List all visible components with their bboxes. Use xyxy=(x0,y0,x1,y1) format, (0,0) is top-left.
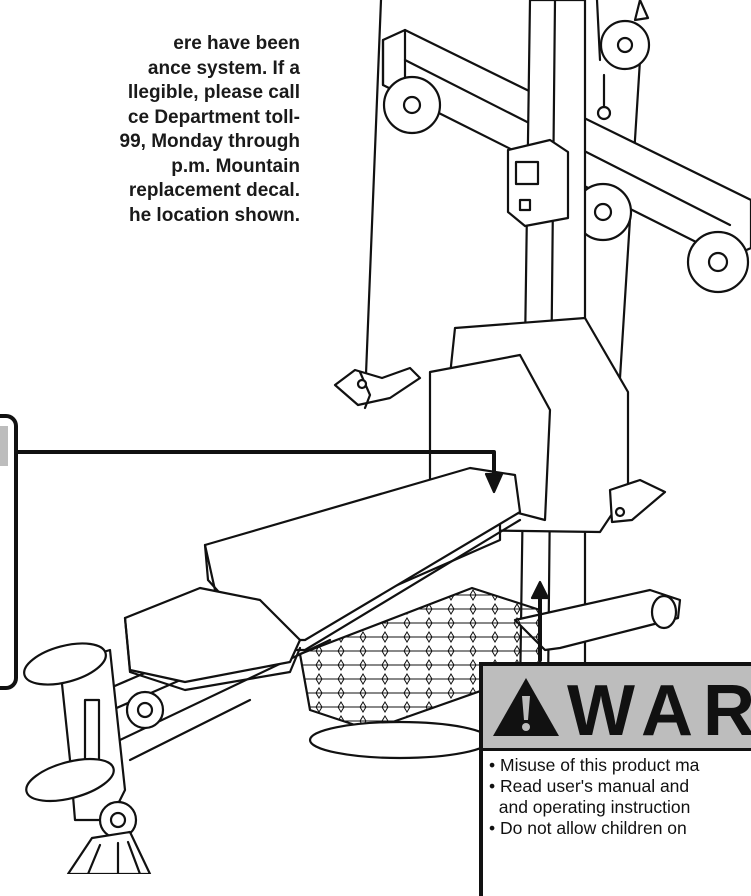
left-handle-bracket xyxy=(333,366,422,407)
warning-item: • Misuse of this product ma xyxy=(489,755,700,775)
warning-item: • Do not allow children on xyxy=(489,818,687,838)
cable-left xyxy=(364,0,383,376)
warning-title: WAR xyxy=(567,671,751,751)
weight-machine-drawing xyxy=(12,0,751,874)
decal-header-band xyxy=(0,426,8,466)
decal-outline-left xyxy=(0,414,18,690)
notice-line: ere have been xyxy=(173,33,300,54)
warning-item: and operating instruction xyxy=(489,797,691,817)
warning-list: • Misuse of this product ma • Read user'… xyxy=(483,751,751,839)
leg-base xyxy=(66,830,152,874)
notice-line: replacement decal. xyxy=(128,180,300,201)
notice-line: ce Department toll- xyxy=(127,106,300,128)
callout-pointer-left xyxy=(12,450,496,478)
warning-decal: WAR • Misuse of this product ma • Read u… xyxy=(479,662,751,896)
warning-item: • Read user's manual and xyxy=(489,776,690,796)
notice-line: llegible, please call xyxy=(127,82,300,103)
decal-notice-text: ere have been ance system. If a llegible… xyxy=(0,32,301,228)
notice-line: ance system. If a xyxy=(147,57,300,79)
warning-header: WAR xyxy=(483,666,751,751)
notice-line: p.m. Mountain xyxy=(171,155,300,177)
notice-line: he location shown. xyxy=(128,204,300,226)
roller-pad xyxy=(25,757,115,803)
base-frame xyxy=(513,588,682,652)
warning-triangle-icon xyxy=(493,678,559,736)
roller-pad xyxy=(23,642,107,686)
cable-top xyxy=(595,0,602,62)
bench-foot-pad xyxy=(123,586,302,684)
bench-seat-pad xyxy=(203,466,522,642)
notice-line: 99, Monday through xyxy=(119,131,301,152)
